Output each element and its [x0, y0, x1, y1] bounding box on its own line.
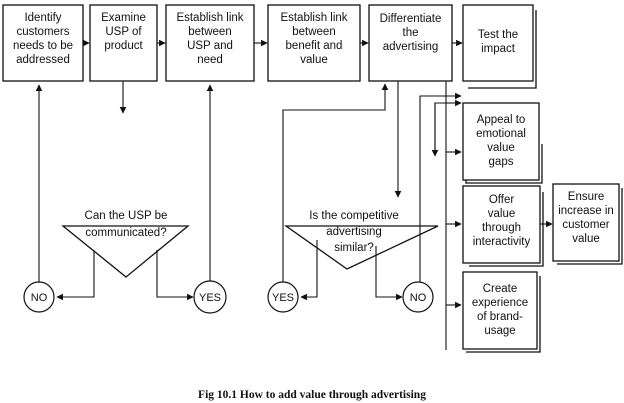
outcome-no-left: NO: [23, 281, 55, 313]
outcome-yes-right: YES: [267, 281, 299, 313]
right-decision-connectors: [282, 81, 553, 350]
svg-text:NO: NO: [31, 292, 48, 304]
figure-caption: Fig 10.1 How to add value through advert…: [198, 389, 426, 401]
svg-text:YES: YES: [199, 292, 221, 304]
svg-text:YES: YES: [272, 292, 294, 304]
svg-text:NO: NO: [410, 292, 427, 304]
outcome-yes-left: YES: [193, 280, 227, 314]
outcome-no-right: NO: [402, 281, 434, 313]
left-decision-connectors: [35, 81, 214, 301]
